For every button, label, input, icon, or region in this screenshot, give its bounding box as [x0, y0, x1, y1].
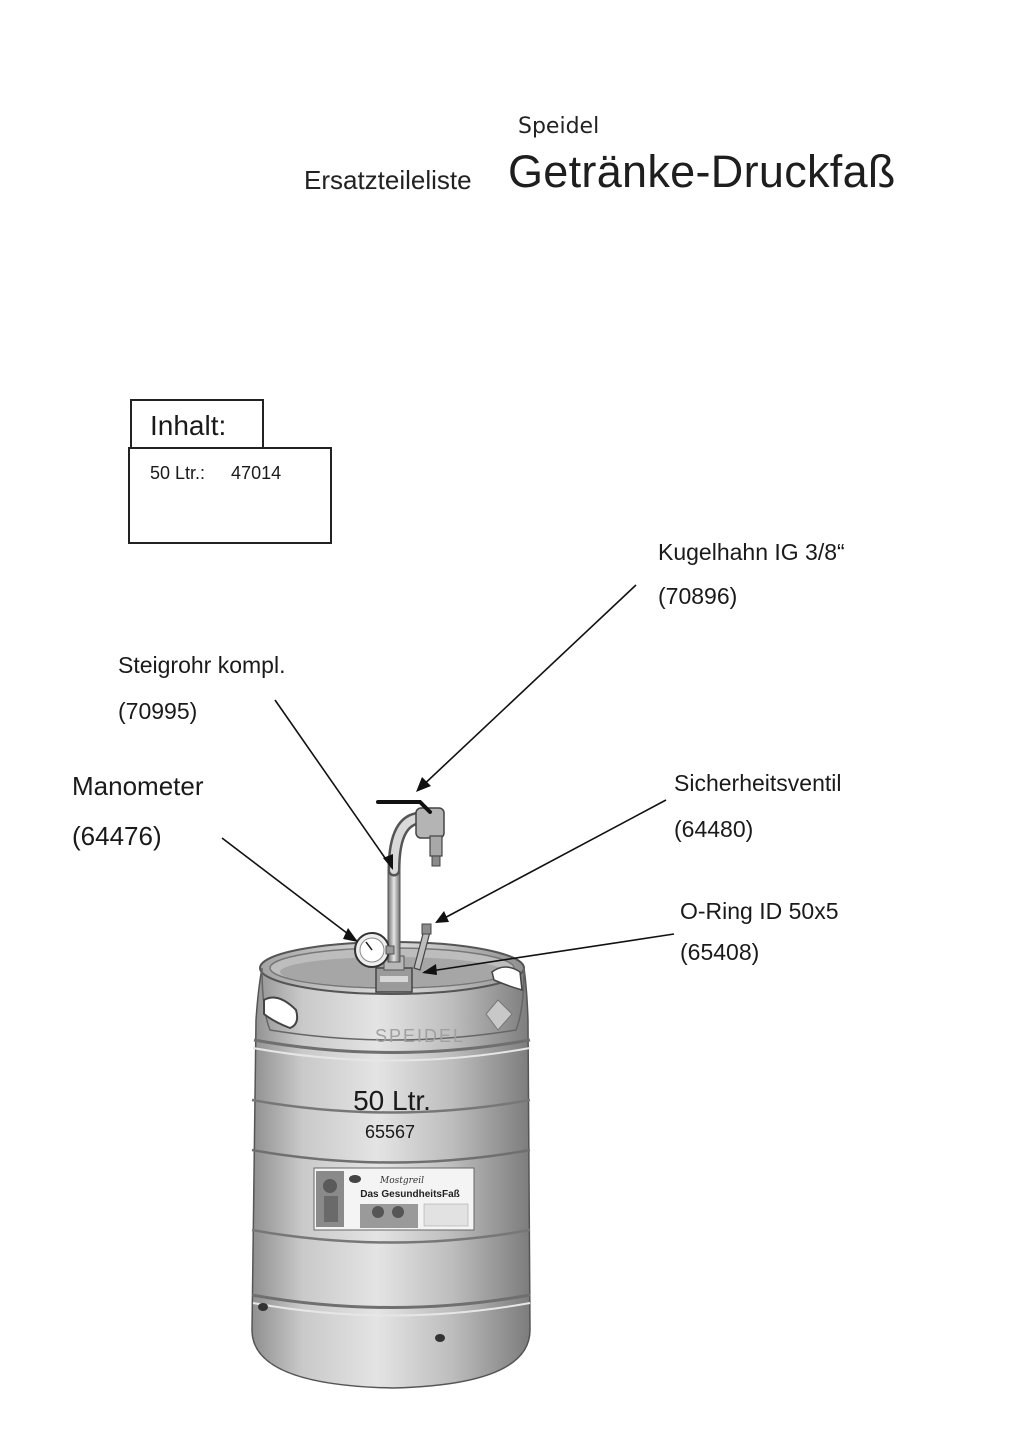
- arrowhead-steigrohr: [383, 854, 393, 870]
- label-kugelhahn-number: (70896): [658, 583, 738, 609]
- arrowhead-sicherheitsventil: [435, 911, 449, 923]
- document-subtitle: Ersatzteileliste: [304, 165, 472, 195]
- contents-row-label: 50 Ltr.:: [150, 463, 206, 483]
- document-title: Getränke-Druckfaß: [508, 146, 896, 197]
- arrow-kugelhahn: [417, 584, 637, 791]
- valve-lever: [376, 800, 432, 814]
- label-sicherheitsventil-number: (64480): [674, 816, 754, 842]
- sticker-line-2: Das GesundheitsFaß: [360, 1189, 459, 1200]
- label-kugelhahn-name: Kugelhahn IG 3/8“: [658, 539, 845, 565]
- arrow-steigrohr: [274, 699, 393, 869]
- contents-heading: Inhalt:: [150, 410, 227, 441]
- label-manometer-name: Manometer: [72, 771, 204, 801]
- contents-heading-tab: Inhalt:: [130, 399, 264, 447]
- brand-name: Speidel: [518, 114, 600, 139]
- contents-row: 50 Ltr.: 47014: [150, 463, 281, 484]
- keg-article-number: 65567: [365, 1122, 415, 1142]
- sticker-line-1: Mostgreil: [379, 1176, 424, 1186]
- arrow-oring: [423, 933, 675, 973]
- callout-arrowheads: [343, 777, 449, 975]
- label-steigrohr-name: Steigrohr kompl.: [118, 652, 286, 678]
- keg-sticker: Mostgreil Das GesundheitsFaß: [313, 1167, 475, 1231]
- contents-box: 50 Ltr.: 47014: [128, 447, 332, 544]
- arrowhead-kugelhahn: [416, 777, 431, 792]
- contents-row-number: 47014: [231, 463, 282, 483]
- arrow-manometer: [221, 837, 357, 941]
- label-manometer-number: (64476): [72, 821, 162, 851]
- keg-volume-label: 50 Ltr.: [353, 1085, 431, 1116]
- arrowhead-manometer: [343, 928, 358, 942]
- label-sicherheitsventil-name: Sicherheitsventil: [674, 770, 842, 796]
- label-oring-name: O-Ring ID 50x5: [680, 898, 839, 924]
- arrowhead-oring: [422, 964, 437, 975]
- callout-lines: [221, 584, 675, 973]
- arrow-sicherheitsventil: [436, 799, 667, 923]
- label-oring-number: (65408): [680, 939, 760, 965]
- keg-fittings: [354, 800, 445, 993]
- label-steigrohr-number: (70995): [118, 698, 198, 724]
- keg-embossed-brand: SPEIDEL: [375, 1026, 465, 1046]
